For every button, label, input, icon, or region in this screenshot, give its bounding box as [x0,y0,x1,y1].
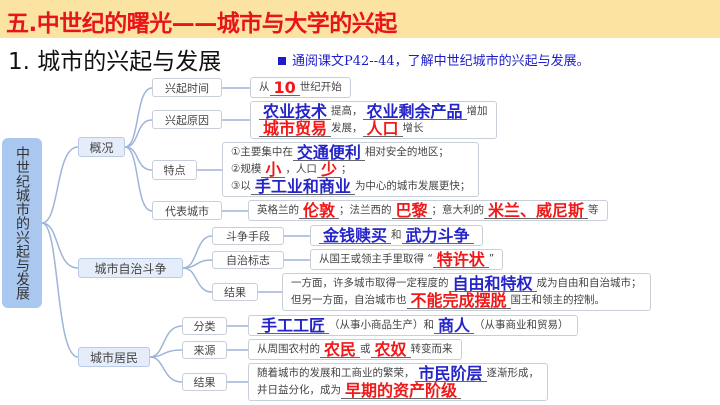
answer-serfs: 农奴 [370,341,411,358]
instruction-text: 通阅课文P42--44，了解中世纪城市的兴起与发展。 [292,54,590,69]
text: 一方面，许多城市取得一定程度的 [291,277,449,289]
node-cities[interactable]: 代表城市 [152,201,222,220]
node-types[interactable]: 分类 [182,317,227,335]
text: ③以 [231,180,251,192]
instruction-note: 通阅课文P42--44，了解中世纪城市的兴起与发展。 [278,50,590,69]
answer-armed-struggle: 武力斗争 [401,227,474,244]
content-origin: 从周围农村的农民或农奴转变而来 [248,339,462,360]
answer-redemption: 金钱赎买 [319,227,392,244]
content-autonomy-result: 一方面，许多城市取得一定程度的自由和特权成为自由和自治城市； 但另一方面，自治城… [282,273,651,311]
node-rise-time[interactable]: 兴起时间 [152,78,222,97]
text: 转变而来 [410,343,453,355]
node-means[interactable]: 斗争手段 [212,227,284,245]
answer-cannot-escape: 不能完成摆脱 [406,292,511,309]
text: 随着城市的发展和工商业的繁荣， [257,367,415,379]
section-title: 1. 城市的兴起与发展 [8,49,222,75]
root-node[interactable]: 中世纪城市的兴起与发展 [2,138,42,308]
text: ；意大利的 [431,204,485,216]
node-features[interactable]: 特点 [152,160,197,180]
page-title: 五.中世纪的曙光——城市与大学的兴起 [6,11,397,37]
text: 从国王或领主手里取得 “ [319,253,433,265]
text: 或 [360,343,371,355]
answer-charter: 特许状 [432,251,489,268]
answer-burghers: 市民阶层 [414,365,487,382]
content-types: 手工工匠（从事小商品生产）和商人（从事商业和贸易） [248,315,578,336]
node-autonomy-result[interactable]: 结果 [212,283,258,301]
text: 国王和领主的控制。 [510,294,606,306]
answer-population: 人口 [362,120,403,137]
node-rise-reason[interactable]: 兴起原因 [152,110,222,129]
text: ①主要集中在 [231,146,293,158]
text: 增长 [402,122,424,134]
text: ” [488,253,495,265]
text: 并日益分化，成为 [257,384,341,396]
answer-peasants: 农民 [320,341,361,358]
answer-agri-tech: 农业技术 [259,103,332,120]
text: 从周围农村的 [257,343,320,355]
content-rise-reason: 农业技术提高，农业剩余产品增加 城市贸易发展，人口增长 [250,101,497,139]
text: ②规模 [231,163,262,175]
text: 为中心的城市发展更快； [354,180,471,192]
text: 从 [259,81,270,93]
text: 发展， [331,122,363,134]
answer-transport: 交通便利 [292,144,365,161]
answer-merchants: 商人 [434,317,475,334]
text: 等 [588,204,599,216]
text: 提高， [331,105,363,117]
text: 世纪开始 [299,81,342,93]
answer-freedom-privilege: 自由和特权 [448,275,537,292]
content-citizens-result: 随着城市的发展和工商业的繁荣，市民阶层逐渐形成， 并日益分化，成为早期的资产阶级 [248,363,549,401]
answer-artisans: 手工工匠 [257,317,330,334]
text: （从事商业和贸易） [474,319,569,331]
text: （从事小商品生产）和 [329,319,435,331]
answer-paris: 巴黎 [391,202,432,219]
node-origin[interactable]: 来源 [182,341,227,359]
text: ；法兰西的 [339,204,392,216]
answer-agri-surplus: 农业剩余产品 [362,103,467,120]
text: ； [340,163,352,175]
text: 增加 [466,105,488,117]
answer-small: 小 [261,161,286,178]
node-autonomy[interactable]: 城市自治斗争 [78,258,183,278]
node-symbol[interactable]: 自治标志 [212,251,284,269]
content-symbol: 从国王或领主手里取得 “特许状” [310,249,504,270]
node-overview[interactable]: 概况 [78,137,125,157]
text: 相对安全的地区； [364,146,449,158]
text: 英格兰的 [257,204,299,216]
text: 但另一方面，自治城市也 [291,294,407,306]
answer-few: 少 [316,161,341,178]
content-features: ①主要集中在交通便利相对安全的地区； ②规模小，人口少； ③以手工业和商业为中心… [222,142,480,197]
square-bullet-icon [278,57,286,65]
answer-london: 伦敦 [299,202,340,219]
text: 和 [391,229,402,241]
text: 成为自由和自治城市； [536,277,642,289]
content-means: 金钱赎买和武力斗争 [310,225,483,246]
answer-craft-commerce: 手工业和商业 [250,178,355,195]
text: ，人口 [285,163,317,175]
node-citizens-result[interactable]: 结果 [182,373,227,391]
text: 逐渐形成， [486,367,540,379]
header-bar: 五.中世纪的曙光——城市与大学的兴起 [0,0,720,38]
answer-milan-venice: 米兰、威尼斯 [484,202,589,219]
answer-century: 10 [269,79,300,96]
node-citizens[interactable]: 城市居民 [78,347,150,367]
answer-city-trade: 城市贸易 [259,120,332,137]
content-cities: 英格兰的伦敦；法兰西的巴黎；意大利的米兰、威尼斯等 [248,200,608,221]
answer-early-bourgeoisie: 早期的资产阶级 [341,382,462,399]
